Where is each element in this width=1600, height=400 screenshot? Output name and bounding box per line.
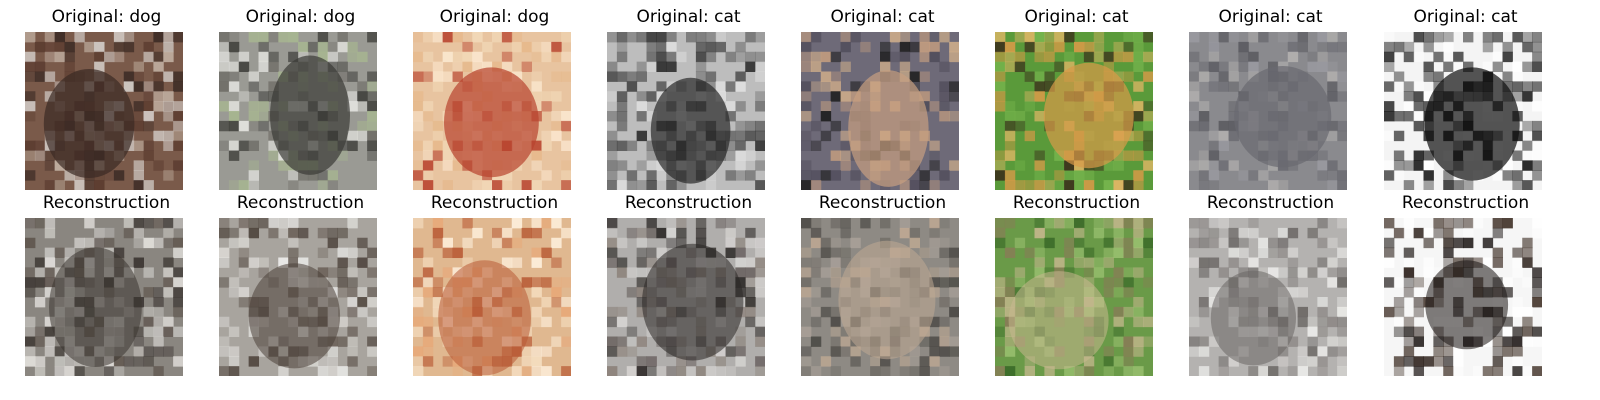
subject-shape: [444, 67, 539, 178]
panel-title: Original: dog: [51, 7, 162, 27]
subject-shape: [1008, 271, 1109, 370]
photo-icon: [25, 218, 183, 376]
panel-title: Reconstruction: [1401, 193, 1530, 213]
subject-shape: [1425, 260, 1509, 350]
photo-icon: [995, 218, 1153, 376]
subject-shape: [642, 243, 744, 361]
subject-shape: [838, 240, 936, 360]
photo-icon: [1384, 32, 1542, 190]
subject-shape: [1210, 270, 1296, 366]
panel-title: Reconstruction: [1012, 193, 1141, 213]
panel-title: Original: cat: [830, 7, 935, 27]
panel-title: Original: cat: [1024, 7, 1129, 27]
panel-title: Reconstruction: [430, 193, 559, 213]
panel-title: Original: dog: [439, 7, 550, 27]
photo-icon: [995, 32, 1153, 190]
subject-shape: [248, 263, 341, 369]
panel-title: Reconstruction: [818, 193, 947, 213]
photo-icon: [219, 32, 377, 190]
panel-title: Original: cat: [1218, 7, 1323, 27]
photo-icon: [1189, 218, 1347, 376]
panel-title: Reconstruction: [1206, 193, 1335, 213]
subject-shape: [43, 69, 135, 178]
subject-shape: [1424, 67, 1520, 181]
subject-shape: [1234, 66, 1332, 168]
panel-title: Original: cat: [636, 7, 741, 27]
panel-title: Reconstruction: [624, 193, 753, 213]
photo-icon: [1189, 32, 1347, 190]
photo-icon: [1384, 218, 1542, 376]
photo-icon: [801, 32, 959, 190]
subject-shape: [270, 55, 350, 175]
panel-title: Original: cat: [1413, 7, 1518, 27]
panel-title: Reconstruction: [42, 193, 171, 213]
photo-icon: [219, 218, 377, 376]
photo-icon: [607, 218, 765, 376]
subject-shape: [1043, 62, 1134, 169]
photo-icon: [413, 218, 571, 376]
photo-icon: [801, 218, 959, 376]
subject-shape: [438, 260, 531, 376]
subject-shape: [848, 70, 929, 187]
photo-icon: [25, 32, 183, 190]
subject-shape: [650, 77, 731, 184]
subject-shape: [49, 247, 142, 367]
photo-icon: [607, 32, 765, 190]
panel-title: Reconstruction: [236, 193, 365, 213]
panel-title: Original: dog: [245, 7, 356, 27]
photo-icon: [413, 32, 571, 190]
